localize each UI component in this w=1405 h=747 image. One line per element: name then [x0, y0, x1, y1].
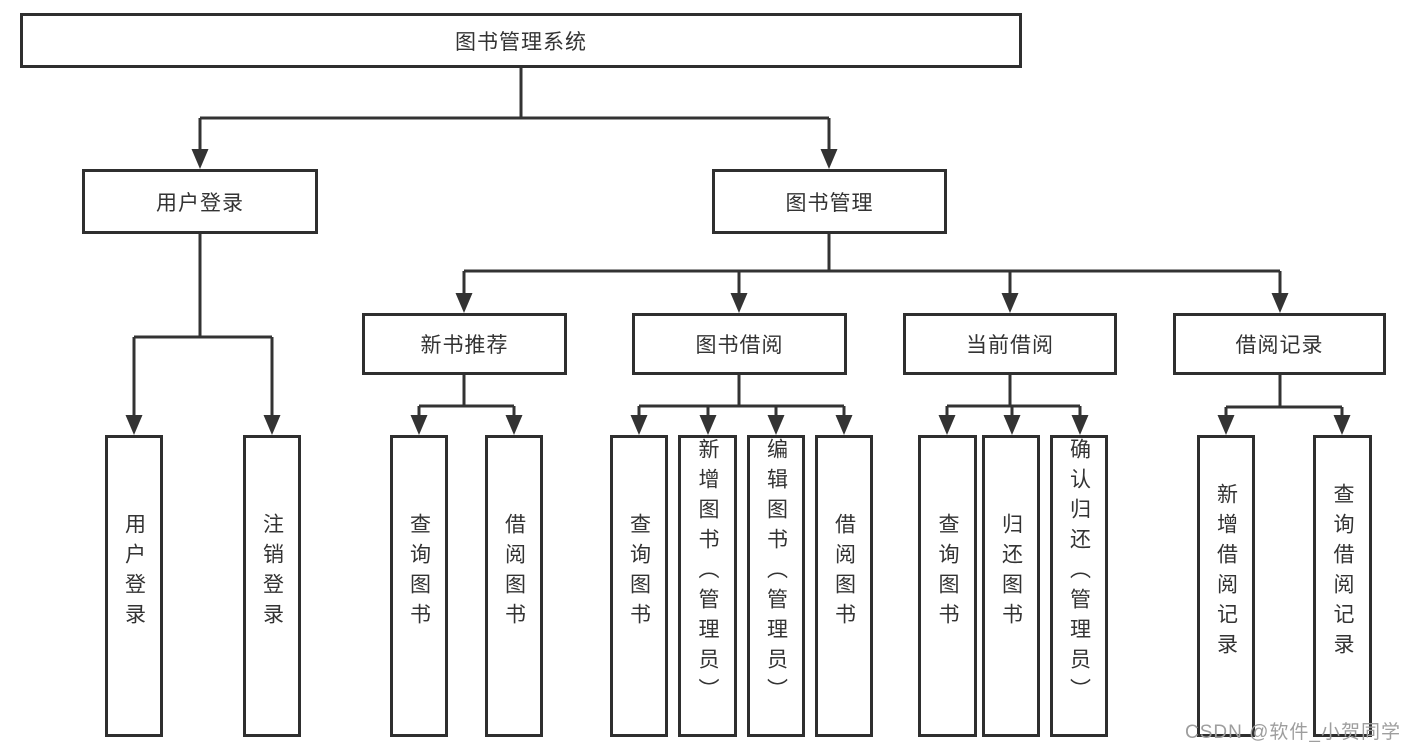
arrow-down-icon [630, 415, 648, 435]
arrow-down-icon [410, 415, 428, 435]
arrow-down-icon [730, 293, 748, 313]
arrow-down-icon [1003, 415, 1021, 435]
node-new-book-recommend-label: 新书推荐 [420, 334, 509, 357]
leaf-add-borrow-record: 新增借阅记录 [1197, 435, 1255, 737]
leaf-user-login: 用户登录 [105, 435, 163, 737]
arrow-down-icon [505, 415, 523, 435]
leaf-confirm-return-admin: 确认归还（管理员） [1050, 435, 1108, 737]
leaf-logout: 注销登录 [243, 435, 301, 737]
arrow-down-icon [1001, 293, 1019, 313]
csdn-watermark: CSDN @软件_小贺同学 [1185, 722, 1401, 743]
leaf-label: 借阅图书 [832, 513, 856, 633]
node-user-login: 用户登录 [82, 169, 318, 234]
arrow-down-icon [191, 149, 209, 169]
leaf-label: 注销登录 [260, 513, 284, 633]
node-root-label: 图书管理系统 [455, 30, 587, 54]
arrow-down-icon [1217, 415, 1235, 435]
leaf-query-books: 查询图书 [390, 435, 448, 737]
leaf-query-books-2: 查询图书 [610, 435, 668, 737]
leaf-label: 借阅图书 [502, 513, 526, 633]
arrow-down-icon [767, 415, 785, 435]
leaf-add-books-admin: 新增图书（管理员） [678, 435, 737, 737]
arrow-down-icon [820, 149, 838, 169]
leaf-edit-books-admin: 编辑图书（管理员） [747, 435, 805, 737]
node-new-book-recommend: 新书推荐 [362, 313, 567, 375]
leaf-label: 查询图书 [936, 513, 959, 633]
leaf-borrow-books: 借阅图书 [485, 435, 543, 737]
node-user-login-label: 用户登录 [156, 191, 244, 215]
arrow-down-icon [125, 415, 143, 435]
arrow-down-icon [1271, 293, 1289, 313]
leaf-label: 新增图书（管理员） [696, 438, 719, 708]
leaf-label: 新增借阅记录 [1214, 483, 1238, 663]
node-book-management: 图书管理 [712, 169, 947, 234]
leaf-label: 查询图书 [407, 513, 431, 633]
leaf-query-borrow-record: 查询借阅记录 [1313, 435, 1372, 737]
leaf-label: 查询图书 [627, 513, 651, 633]
node-root: 图书管理系统 [20, 13, 1022, 68]
leaf-label: 编辑图书（管理员） [764, 438, 788, 708]
arrow-down-icon [835, 415, 853, 435]
node-borrow-records-label: 借阅记录 [1235, 334, 1324, 357]
node-current-borrow-label: 当前借阅 [966, 334, 1054, 357]
arrow-down-icon [1333, 415, 1351, 435]
arrow-down-icon [938, 415, 956, 435]
arrow-down-icon [699, 415, 717, 435]
arrow-down-icon [263, 415, 281, 435]
node-book-borrow: 图书借阅 [632, 313, 847, 375]
leaf-label: 归还图书 [999, 513, 1023, 633]
arrow-down-icon [1071, 415, 1089, 435]
leaf-label: 确认归还（管理员） [1067, 438, 1091, 708]
arrow-down-icon [455, 293, 473, 313]
leaf-borrow-books-2: 借阅图书 [815, 435, 873, 737]
leaf-label: 用户登录 [122, 513, 146, 633]
node-current-borrow: 当前借阅 [903, 313, 1117, 375]
leaf-query-books-3: 查询图书 [918, 435, 977, 737]
node-book-management-label: 图书管理 [785, 191, 874, 215]
node-book-borrow-label: 图书借阅 [695, 334, 784, 357]
leaf-return-books: 归还图书 [982, 435, 1040, 737]
node-borrow-records: 借阅记录 [1173, 313, 1386, 375]
leaf-label: 查询借阅记录 [1331, 483, 1354, 663]
